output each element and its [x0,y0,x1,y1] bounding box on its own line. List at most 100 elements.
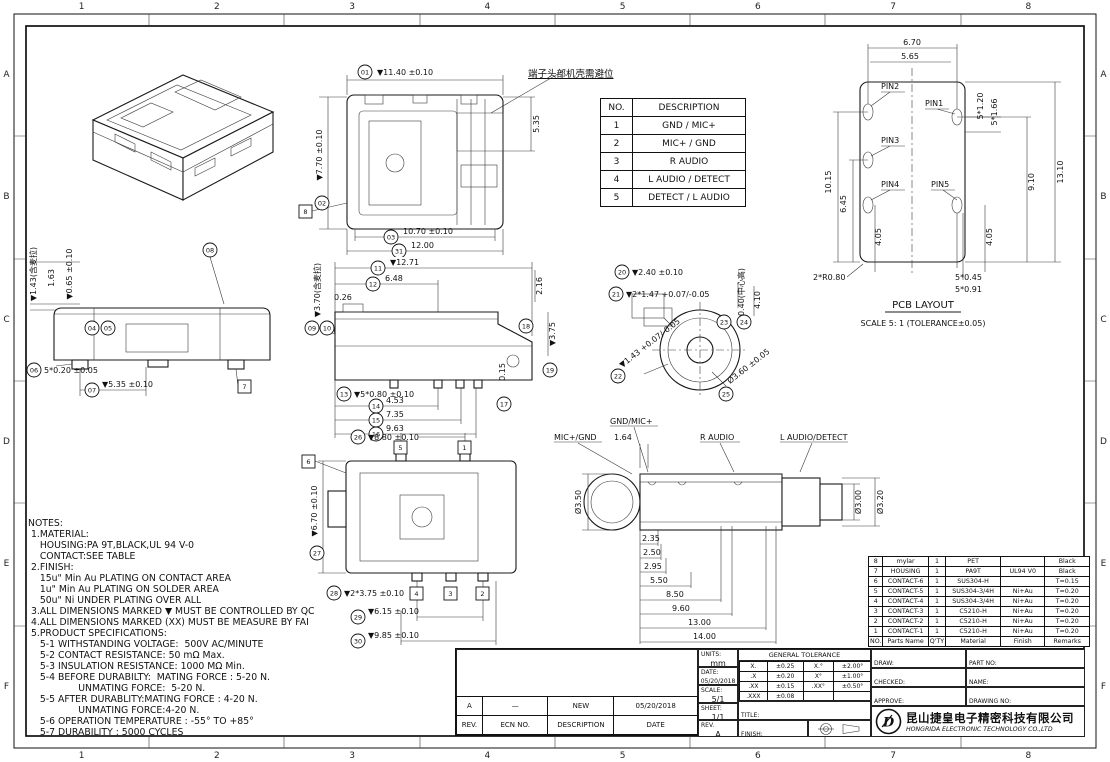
table-cell: CONTACT-2 [882,616,929,627]
grid-label: B [1100,192,1107,203]
scale-cell: SCALE: 5/1 [698,685,738,703]
table-cell: DATE [613,715,698,735]
balloon-id: 8 [303,208,307,216]
scale-value: 5/1 [711,695,725,703]
rev-cell: REV. A [698,720,738,737]
dim-label: 5*1.66 [990,99,999,126]
grid-label: 4 [484,1,491,12]
dim-balloon [319,320,335,336]
table-cell: 1 [927,616,947,627]
dim-label: ▼5*0.80 ±0.10 [354,390,414,399]
part-no-cell: PART NO: PH92-7B22C41M [966,649,1085,668]
dim-label: ▼0.65 ±0.10 [65,248,74,299]
item-balloon [298,204,313,219]
table-cell: T=0.20 [1044,596,1090,607]
balloon-id: 09 [308,325,316,333]
grid-label: 5 [619,1,626,12]
balloon-id: 29 [354,614,362,622]
table-row: .XXX±0.08 [739,691,870,700]
balloon-id: 10 [323,325,331,333]
table-cell [1000,556,1046,567]
item-balloon [301,454,316,469]
item-balloon [409,586,424,601]
dim-label: ▼3.70(含麦拉) [312,263,322,317]
balloon-id: 2 [480,590,484,598]
table-cell: .XX° [802,681,835,692]
balloon-id: 12 [369,281,377,289]
table-cell: Parts Name [882,636,929,647]
table-cell: Finish [1000,636,1046,647]
rev-label: REV. [701,722,715,729]
dim-balloon [610,368,626,384]
table-cell: ±0.08 [766,691,804,700]
table-cell: CONTACT-3 [882,606,929,617]
date-label: DATE: [701,669,719,676]
dim-label: 12.00 [411,241,434,250]
top-view-drawing [311,70,564,255]
barrel-front-drawing [631,282,755,398]
dim-balloon [736,314,752,330]
pcb-layout-title: PCB LAYOUT [892,300,955,311]
grid-label: D [3,437,10,448]
table-cell: ±0.50° [833,681,870,692]
dim-label: 4.05 [874,228,883,246]
dim-label: ▼8.80 ±0.10 [368,433,419,442]
table-cell: X. [739,661,768,672]
grid-label: 2 [214,750,220,761]
table-cell: 1 [867,626,884,637]
sheet-cell: SHEET: 1/1 [698,703,738,720]
balloon-id: 20 [618,269,626,277]
dim-label: ▼7.70 ±0.10 [315,129,324,180]
item-balloon [475,586,490,601]
grid-label: 8 [1025,1,1032,12]
dim-label: 2.95 [644,562,662,571]
table-cell: CONTACT-5 [882,586,929,597]
dim-label: 6.48 [385,274,403,283]
table-cell: 1 [600,116,633,135]
table-cell: T=0.20 [1044,616,1090,627]
dim-label: 6.45 [839,195,848,213]
dim-balloon [383,229,399,245]
balloon-id: 13 [340,391,348,399]
table-cell: 5 [600,188,633,207]
table-cell: X.° [802,661,835,672]
grid-label: 3 [349,1,355,12]
name-cell: NAME: Ø3.50MM PHONE JACK CONN. [966,668,1085,687]
grid-label: 8 [1025,750,1032,761]
table-cell: — [481,696,549,716]
dim-balloon [518,318,534,334]
table-cell: Q'TY [927,636,947,647]
dim-balloon [304,320,320,336]
table-cell: 05/20/2018 [613,696,698,716]
dim-balloon [614,264,630,280]
checked-cell: CHECKED: [871,668,966,687]
dim-label: 4.53 [386,396,404,405]
table-cell: CONTACT-4 [882,596,929,607]
table-cell: CONTACT-6 [882,576,929,587]
table-cell: SUS304-3/4H [945,596,1002,607]
dim-label: 5.65 [901,52,919,61]
table-cell: 7 [867,566,884,577]
balloon-id: 19 [546,367,554,375]
table-cell: Ni+Au [1000,616,1046,627]
dim-balloon [365,276,381,292]
balloon-id: 04 [88,325,96,333]
col-no: NO. [600,98,633,117]
table-cell: NO. [867,636,884,647]
table-cell: UL94 V0 [1000,566,1046,577]
dim-label: 14.00 [693,632,716,641]
table-cell: 1 [927,606,947,617]
grid-label: A [3,70,10,81]
sheet-value: 1/1 [711,713,725,720]
balloon-id: 6 [306,458,310,466]
table-cell: .X [739,671,768,682]
table-row: .XX±0.15.XX°±0.50° [739,681,870,692]
dim-balloon [84,382,100,398]
